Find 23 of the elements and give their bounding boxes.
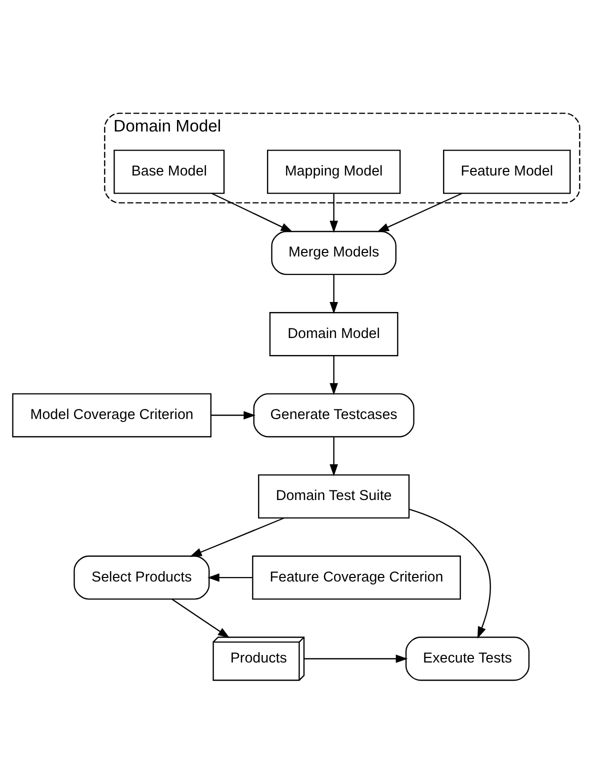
node-box: Model Coverage Criterion	[12, 392, 212, 437]
node-box: Select Products	[74, 555, 210, 600]
node-box: Generate Testcases	[253, 392, 414, 437]
arrow	[304, 654, 408, 662]
arrow	[376, 192, 462, 232]
arrow	[172, 598, 230, 638]
arrow	[190, 517, 284, 556]
arrow	[211, 410, 256, 419]
arrow	[330, 274, 338, 314]
node-box: Mapping Model	[266, 149, 401, 194]
arrow	[409, 508, 491, 638]
arrow	[330, 356, 338, 395]
arrow	[330, 193, 338, 232]
node-box: Base Model	[114, 149, 225, 194]
node-box: Merge Models	[271, 230, 396, 275]
node-box: Feature Model	[443, 149, 571, 194]
arrow	[207, 572, 252, 582]
node-box: Domain Model	[269, 312, 398, 356]
node-box: Feature Coverage Criterion	[252, 555, 461, 600]
node-box: Execute Tests	[405, 636, 530, 680]
arrow	[330, 436, 338, 476]
arrow	[212, 192, 293, 232]
node-box: Domain Test Suite	[258, 474, 410, 518]
